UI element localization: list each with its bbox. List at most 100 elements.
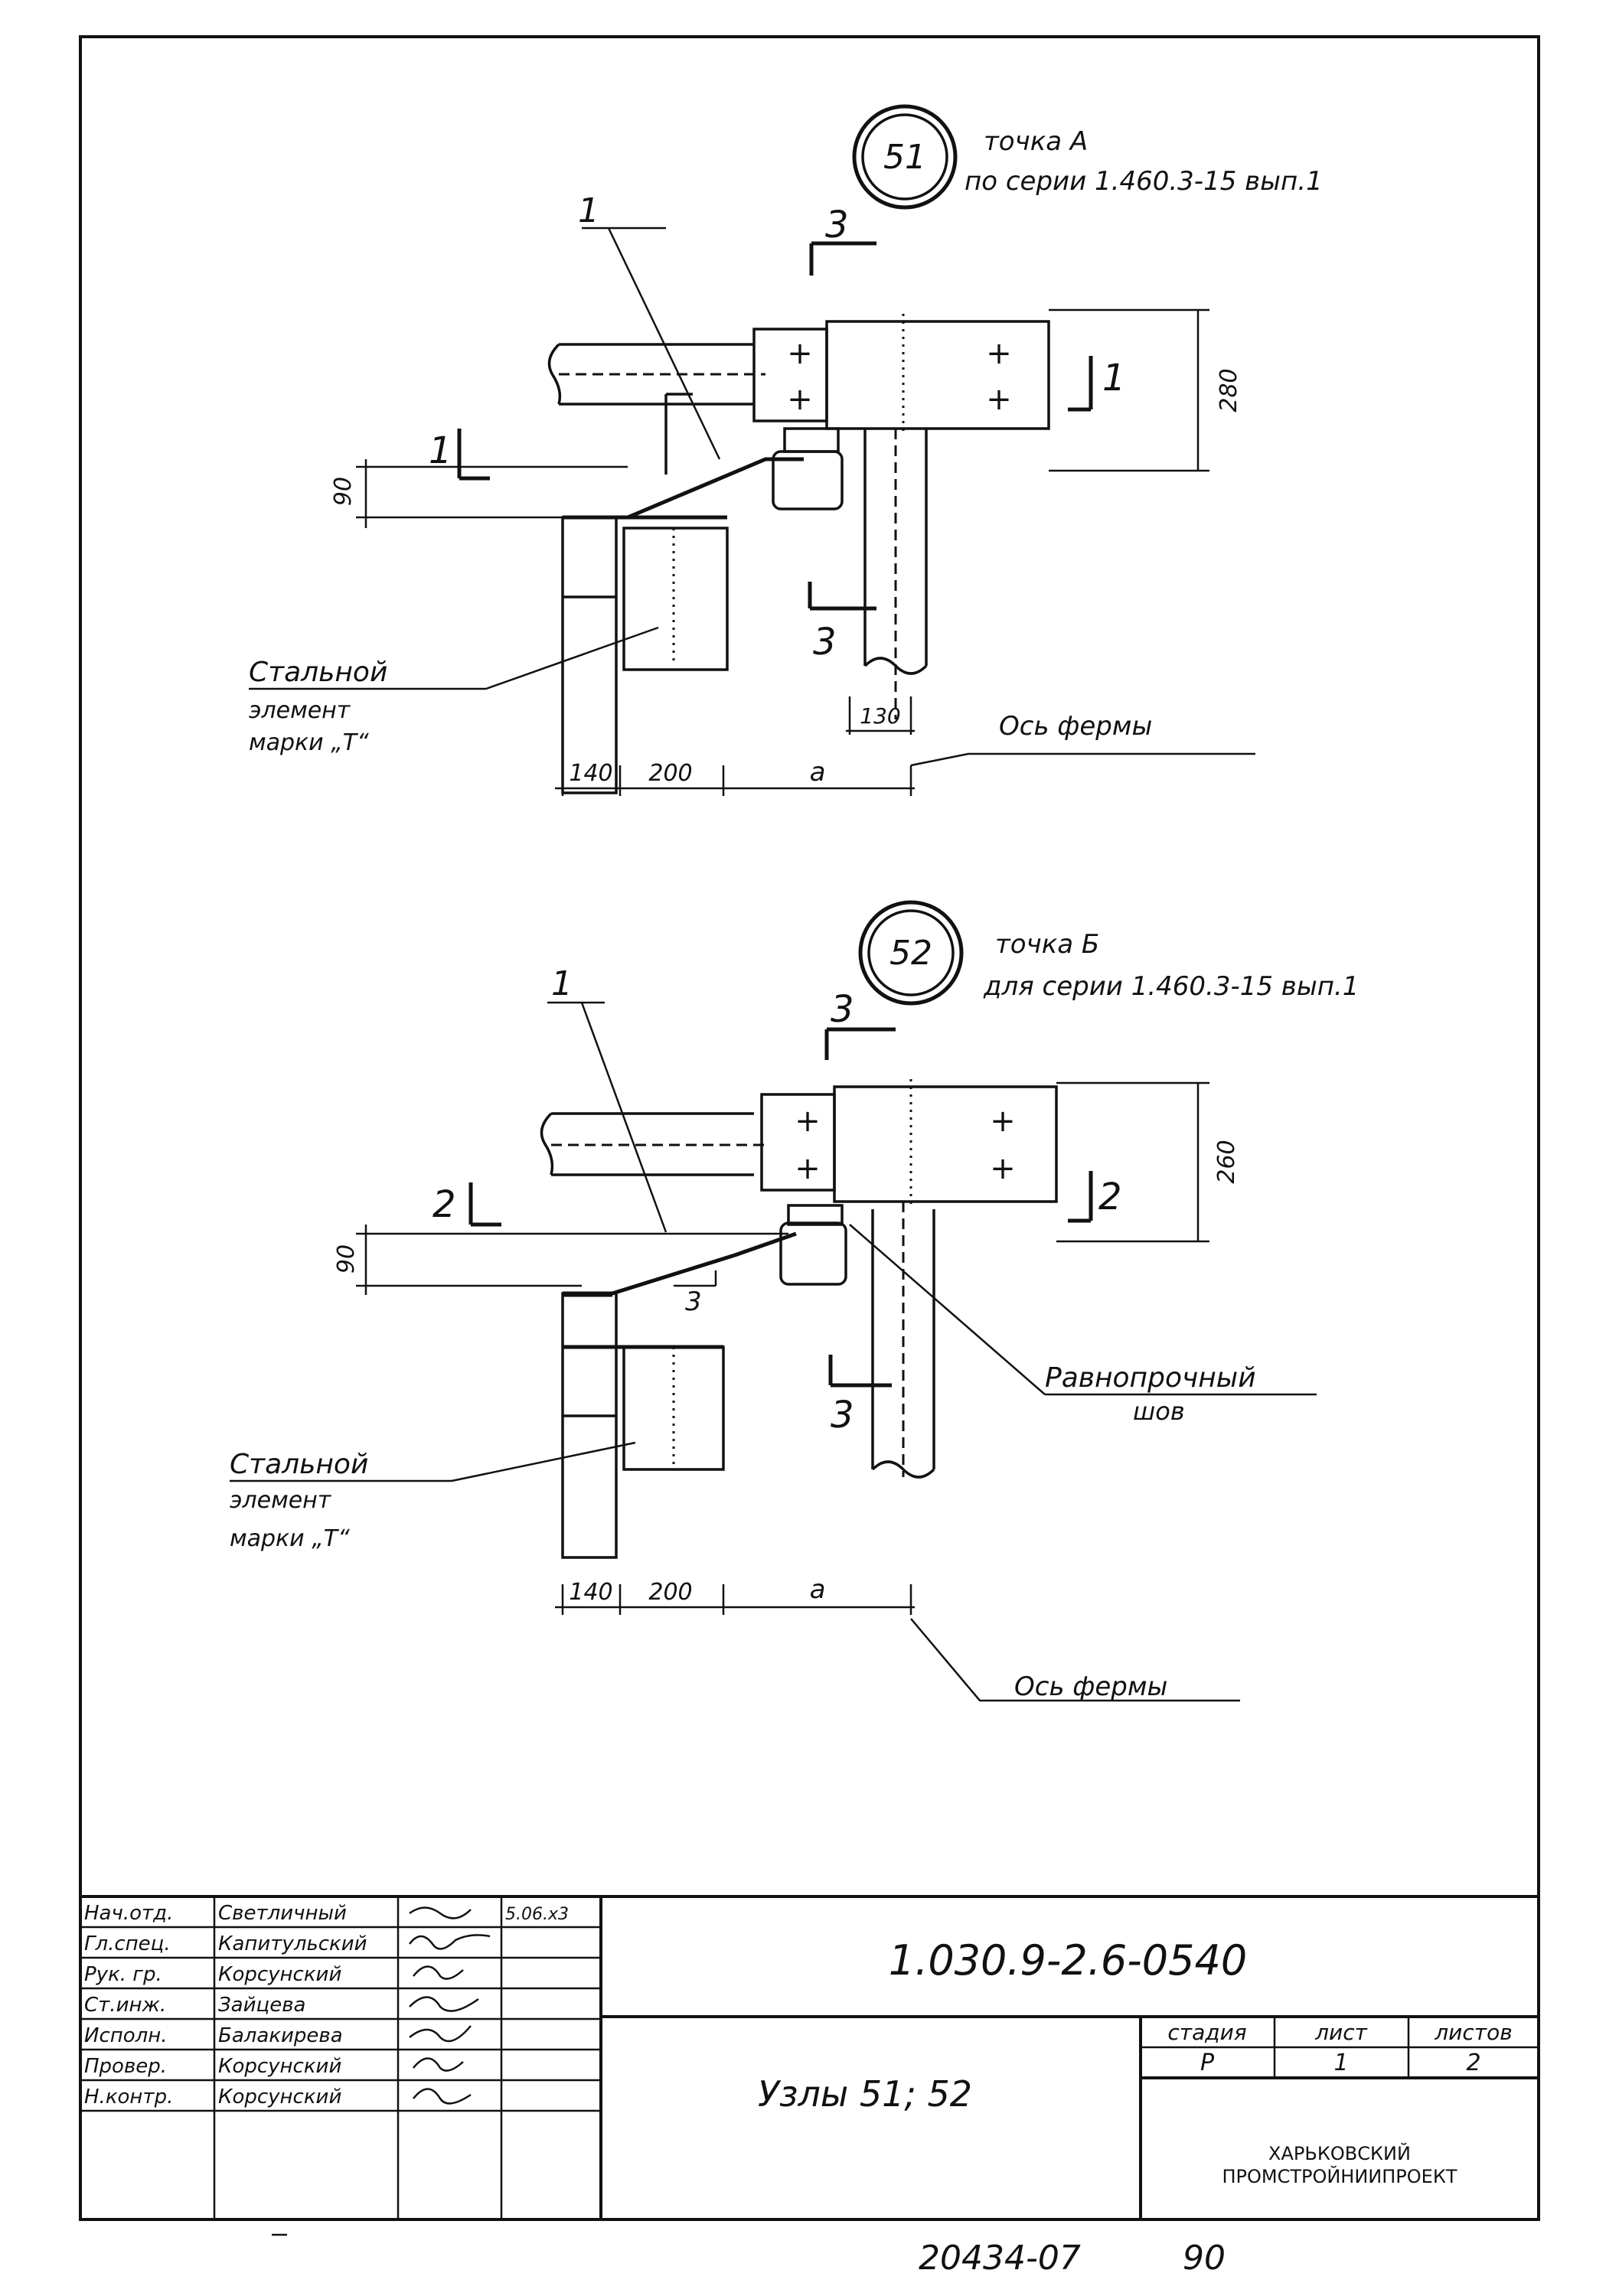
node-52-dim-offset: 90 <box>333 1244 360 1274</box>
node-51-section-3-bottom: 3 <box>813 621 837 664</box>
node-52-clamp <box>779 1221 847 1286</box>
node-51-dim-a: a <box>810 757 826 788</box>
footer-page-no: 90 <box>1183 2239 1226 2278</box>
title-block-name-3: Корсунский <box>218 1963 341 1986</box>
node-52-number: 52 <box>889 934 932 973</box>
node-51-callout-steel-3: марки „Т“ <box>249 729 369 756</box>
title-block-name-7: Корсунский <box>218 2086 341 2108</box>
node-51-section-1-left: 1 <box>429 429 452 472</box>
node-51-dim-small: 130 <box>860 703 900 729</box>
node-51-dim-height: 280 <box>1216 368 1242 412</box>
node-51-callout-axis: Ось фермы <box>999 711 1152 742</box>
footer-inventory-no: 20434-07 <box>919 2239 1081 2278</box>
title-block-col-sheet: лист <box>1314 2020 1367 2045</box>
title-block-sheets: 2 <box>1466 2050 1480 2076</box>
node-52-pos-label: 1 <box>551 964 573 1003</box>
svg-text:+: + <box>986 336 1012 371</box>
node-52-title-line1: точка Б <box>995 929 1099 960</box>
node-51-callout-steel-2: элемент <box>249 697 351 724</box>
node-52-dim-bottom-line <box>555 1584 915 1615</box>
node-52-t-element <box>561 1292 618 1559</box>
title-block-name-6: Корсунский <box>218 2055 341 2078</box>
node-51-number: 51 <box>883 138 926 177</box>
node-52-section-3-top: 3 <box>831 988 854 1031</box>
svg-text:+: + <box>795 1151 821 1186</box>
title-block-name-1: Светличный <box>218 1902 347 1925</box>
node-51-dim-small-line <box>846 696 915 735</box>
node-52-dim-height-line <box>1056 1081 1209 1243</box>
node-52-bent-plate <box>563 1231 797 1296</box>
title-block-role-4: Ст.инж. <box>84 1994 166 2017</box>
node-52-callout-steel-2: элемент <box>230 1487 332 1514</box>
node-52-dim-200: 200 <box>648 1579 692 1606</box>
node-51-horizontal-tube <box>547 343 754 406</box>
title-block-role-7: Н.контр. <box>84 2086 173 2108</box>
node-52-gusset-right <box>833 1085 1058 1203</box>
node-51-detail: 51 точка А по серии 1.460.3-15 вып.1 1 +… <box>249 104 1323 796</box>
node-51-t-element <box>561 516 618 794</box>
svg-text:+: + <box>787 382 813 417</box>
title-block-role-3: Рук. гр. <box>84 1963 162 1986</box>
title-block-col-stage: стадия <box>1167 2020 1246 2045</box>
node-51-dim-height-line <box>1049 308 1209 472</box>
node-52-section-2-left: 2 <box>432 1183 456 1226</box>
title-block-name-4: Зайцева <box>218 1994 305 2017</box>
title-block-role-5: Исполн. <box>84 2024 168 2047</box>
node-52-circle <box>858 900 964 1006</box>
title-block-date: 5.06.х3 <box>505 1905 569 1924</box>
node-51-circle-inner <box>861 113 948 201</box>
node-52-callout-weld-1: Равнопрочный <box>1045 1362 1256 1394</box>
title-block: Нач.отд. Гл.спец. Рук. гр. Ст.инж. Испол… <box>79 1895 1540 2221</box>
node-51-circle <box>852 104 958 210</box>
node-52-callout-steel-1: Стальной <box>230 1449 368 1480</box>
node-51-gusset-right <box>825 320 1050 430</box>
node-51-dim-offset-line <box>356 459 628 528</box>
node-52-detail: 52 точка Б для серии 1.460.3-15 вып.1 1 … <box>230 900 1359 1702</box>
node-51-dim-140: 140 <box>569 760 612 787</box>
node-52-circle-inner <box>867 909 955 996</box>
title-block-name-5: Балакирева <box>218 2024 343 2047</box>
node-52-callout-axis: Ось фермы <box>1014 1671 1167 1702</box>
node-52-horizontal-tube <box>540 1112 754 1176</box>
title-block-signatures <box>409 1906 491 2105</box>
node-52-dim-a: a <box>810 1574 826 1605</box>
node-52-section-3-small: 3 <box>685 1287 702 1317</box>
node-51-bent-plate <box>589 457 804 520</box>
svg-text:+: + <box>787 336 813 371</box>
node-51-dim-bottom-line <box>555 765 915 796</box>
title-block-stage: Р <box>1200 2050 1215 2076</box>
node-52-section-3-bottom: 3 <box>831 1394 854 1437</box>
node-51-bolts: + + + + <box>787 336 1012 417</box>
node-52-callout-steel-3: марки „Т“ <box>230 1525 350 1552</box>
node-51-section-3-top: 3 <box>825 204 849 246</box>
svg-text:+: + <box>795 1104 821 1139</box>
node-52-callout-weld-2: шов <box>1133 1397 1185 1426</box>
title-block-sheet-title: Узлы 51; 52 <box>758 2073 972 2115</box>
node-51-title-line2: по серии 1.460.3-15 вып.1 <box>965 166 1323 197</box>
title-block-org-line1: ХАРЬКОВСКИЙ <box>1268 2142 1411 2164</box>
node-52-dim-offset-line <box>356 1225 788 1295</box>
title-block-frame <box>79 1895 1540 2221</box>
node-51-dim-200: 200 <box>648 760 692 787</box>
title-block-doc-code: 1.030.9-2.6-0540 <box>889 1936 1247 1985</box>
node-51-section-1-right: 1 <box>1102 357 1126 400</box>
node-51-pos-label: 1 <box>578 191 599 230</box>
title-block-org-line2: ПРОМСТРОЙНИИПРОЕКТ <box>1222 2165 1457 2187</box>
node-52-title-line2: для серии 1.460.3-15 вып.1 <box>983 971 1359 1002</box>
node-51-title-line1: точка А <box>984 126 1088 157</box>
svg-text:+: + <box>990 1104 1016 1139</box>
node-51-dim-offset: 90 <box>330 477 357 506</box>
title-block-role-1: Нач.отд. <box>84 1902 173 1925</box>
title-block-role-2: Гл.спец. <box>84 1932 171 1955</box>
node-52-dim-height: 260 <box>1213 1140 1240 1183</box>
svg-text:+: + <box>986 382 1012 417</box>
node-52-section-2-right: 2 <box>1098 1176 1122 1218</box>
node-52-bolts: + + + + <box>795 1104 1016 1186</box>
title-block-sheet: 1 <box>1333 2050 1348 2076</box>
svg-text:+: + <box>990 1151 1016 1186</box>
node-52-vertical-tube <box>871 1209 935 1479</box>
title-block-role-6: Провер. <box>84 2055 167 2078</box>
title-block-col-sheets: листов <box>1434 2020 1512 2045</box>
node-51-callout-steel-1: Стальной <box>249 657 387 688</box>
